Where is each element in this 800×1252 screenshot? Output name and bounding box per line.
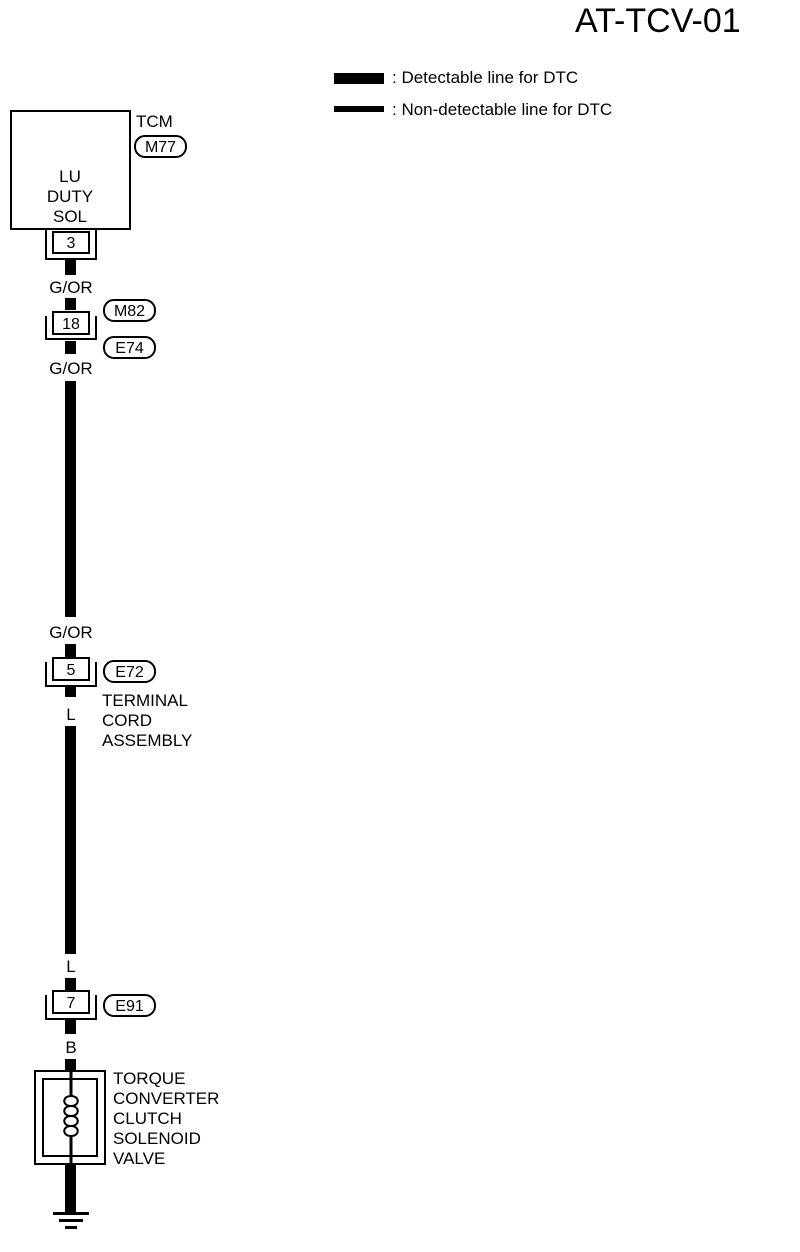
terminal-cord-bracket xyxy=(45,662,97,687)
wire-segment-6 xyxy=(65,687,76,697)
tcm-pin-number: 3 xyxy=(67,235,76,252)
tcm-terminal-line-1: LU xyxy=(59,167,81,186)
terminal-cord-label-2: CORD xyxy=(102,711,152,730)
legend-thin-line xyxy=(334,106,384,112)
wire-color-3: G/OR xyxy=(49,623,92,642)
tcm-terminal-line-2: DUTY xyxy=(47,187,93,206)
terminal-cord-pin-box xyxy=(52,657,90,681)
tcm-connector-badge xyxy=(134,135,187,158)
wire-color-1: G/OR xyxy=(49,278,92,297)
wire-segment-1 xyxy=(65,259,76,275)
solenoid-label-5: VALVE xyxy=(113,1149,165,1168)
solenoid-label-4: SOLENOID xyxy=(113,1129,201,1148)
wire-segment-8 xyxy=(65,978,76,990)
solenoid-connector-badge xyxy=(103,994,156,1017)
joint-connector-bottom-id: E74 xyxy=(115,340,144,357)
diagram-title: AT-TCV-01 xyxy=(575,2,741,40)
solenoid-connector-bracket xyxy=(45,995,97,1020)
wire-color-5: L xyxy=(66,957,75,976)
legend-detectable-text: : Detectable line for DTC xyxy=(392,68,578,87)
joint-connector-top-id: M82 xyxy=(114,303,145,320)
tcm-label: TCM xyxy=(136,112,173,131)
tcm-box xyxy=(10,110,131,230)
joint-connector-top-badge xyxy=(103,299,156,322)
terminal-cord-label-1: TERMINAL xyxy=(102,691,188,710)
terminal-cord-connector-id: E72 xyxy=(115,664,144,681)
wire-segment-7 xyxy=(65,726,76,954)
solenoid-label-1: TORQUE xyxy=(113,1069,185,1088)
joint-connector-pin: 18 xyxy=(62,316,80,333)
solenoid-label-3: CLUTCH xyxy=(113,1109,182,1128)
joint-connector-pin-box xyxy=(52,311,90,335)
legend-non-detectable-text: : Non-detectable line for DTC xyxy=(392,100,612,119)
terminal-cord-pin: 5 xyxy=(67,662,76,679)
solenoid-connector-id: E91 xyxy=(115,998,144,1015)
wire-segment-10 xyxy=(65,1059,76,1071)
wire-color-4: L xyxy=(66,705,75,724)
terminal-cord-connector-badge xyxy=(103,660,156,683)
wire-segment-5 xyxy=(65,644,76,658)
tcm-pin-box xyxy=(52,231,90,254)
solenoid-connector-pin: 7 xyxy=(67,995,76,1012)
wire-color-6: B xyxy=(65,1038,76,1057)
solenoid-label-2: CONVERTER xyxy=(113,1089,219,1108)
wire-segment-4 xyxy=(65,381,76,617)
wire-segment-3 xyxy=(65,341,76,354)
solenoid-connector-pin-box xyxy=(52,990,90,1014)
tcm-terminal-line-3: SOL xyxy=(53,207,87,226)
wire-segment-ground xyxy=(65,1164,76,1212)
ground-icon xyxy=(53,1212,89,1229)
wire-segment-9 xyxy=(65,1020,76,1034)
terminal-cord-label-3: ASSEMBLY xyxy=(102,731,192,750)
wire-segment-2 xyxy=(65,298,76,310)
tcm-connector-id: M77 xyxy=(145,139,176,156)
joint-connector-bracket xyxy=(45,316,97,340)
wire-color-2: G/OR xyxy=(49,359,92,378)
joint-connector-bottom-badge xyxy=(103,336,156,359)
solenoid-coil-icon xyxy=(63,1095,79,1138)
legend-thick-line xyxy=(334,73,384,84)
